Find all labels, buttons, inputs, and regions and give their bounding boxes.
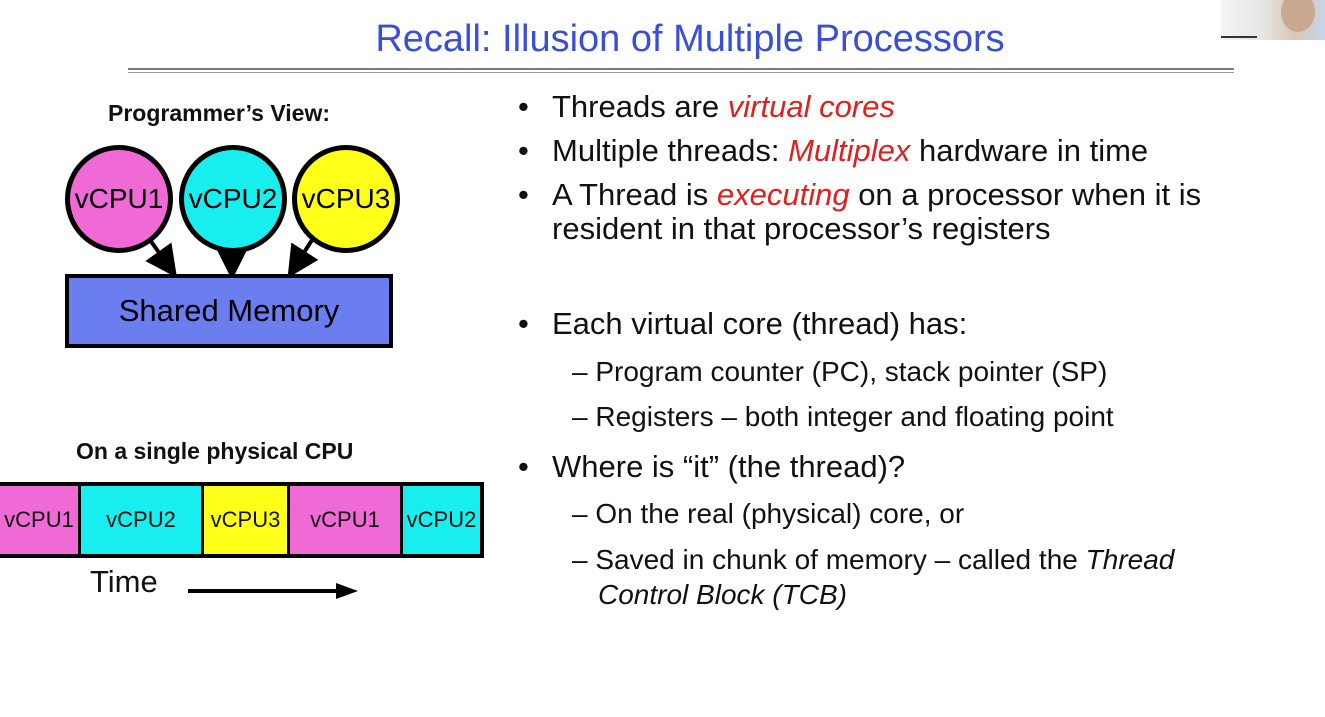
sub-bullet-saved-in-memory-line2: Control Block (TCB) [598,579,847,610]
timeline-slot-vcpu2: vCPU2 [400,486,480,554]
timeline-slot-label: vCPU2 [106,507,176,532]
emphasis-text: Multiplex [788,133,911,168]
timeline-slot-vcpu1: vCPU1 [287,486,400,554]
emphasis-text: virtual cores [727,89,895,124]
bullet-executing: • A Thread is executing on a processor wh… [518,177,1202,212]
bullet-text: on a processor when it is [849,177,1202,212]
sub-bullet-text: – Saved in chunk of memory – called the [572,544,1086,575]
emphasis-text: Thread [1085,544,1175,575]
timeline-slot-vcpu2: vCPU2 [78,486,201,554]
arrow-vcpu3-to-memory [287,238,319,279]
bullet-dot: • [518,177,529,212]
cpu-timeline: vCPU1 vCPU2 vCPU3 vCPU1 vCPU2 [0,482,484,558]
timeline-slot-label: vCPU1 [310,507,380,532]
sub-bullet-real-core: – On the real (physical) core, or [572,498,965,529]
bullet-dot: • [518,133,529,168]
presenter-face [1281,0,1315,32]
sub-bullet-registers: – Registers – both integer and floating … [572,401,1114,432]
bullet-each-virtual-core: • Each virtual core (thread) has: [518,306,968,341]
bullet-text: Multiple threads: [552,133,789,168]
sub-bullet-saved-in-memory: – Saved in chunk of memory – called the … [572,543,1174,577]
vcpu3-circle: vCPU3 [292,145,400,253]
time-label: Time [90,564,158,599]
timeline-slot-label: vCPU2 [406,507,477,532]
vcpu1-circle: vCPU1 [65,145,173,253]
sub-bullet-pc-sp: – Program counter (PC), stack pointer (S… [572,356,1108,387]
slide-title: Recall: Illusion of Multiple Processors [375,18,1005,60]
bullet-dot: • [518,306,529,341]
vcpu-arrows [145,238,319,280]
time-arrow [188,583,358,599]
arrow-vcpu1-to-memory [145,238,177,278]
timeline-slot-vcpu1: vCPU1 [0,486,78,554]
emphasis-text: executing [716,177,850,212]
bullet-text: Where is “it” (the thread)? [552,449,906,484]
vcpu3-label: vCPU3 [301,183,391,214]
bullet-dot: • [518,449,529,484]
shared-memory-box: Shared Memory [65,274,393,348]
vcpu1-label: vCPU1 [74,183,164,214]
webcam-bar [1221,36,1257,38]
title-divider [128,68,1234,70]
bullet-text: A Thread is [552,177,717,212]
programmers-view-heading: Programmer’s View: [108,100,331,126]
presenter-webcam-thumbnail [1221,0,1325,40]
bullet-where-is-it: • Where is “it” (the thread)? [518,449,906,484]
bullet-multiplex: • Multiple threads: Multiplex hardware in… [518,133,1149,168]
timeline-slot-label: vCPU3 [210,507,281,532]
bullet-virtual-cores: • Threads are virtual cores [518,89,895,124]
vcpu2-circle: vCPU2 [179,145,287,253]
bullet-text: hardware in time [910,133,1149,168]
vcpu2-label: vCPU2 [188,183,278,214]
bullet-text: Each virtual core (thread) has: [552,306,968,341]
title-divider-thin [128,72,1234,73]
physical-cpu-heading: On a single physical CPU [76,438,354,464]
timeline-slot-vcpu3: vCPU3 [201,486,287,554]
timeline-slot-label: vCPU1 [4,507,74,532]
bullet-dot: • [518,89,529,124]
bullet-text: Threads are [552,89,728,124]
bullet-executing-line2: resident in that processor’s registers [552,211,1051,246]
shared-memory-label: Shared Memory [118,293,340,328]
